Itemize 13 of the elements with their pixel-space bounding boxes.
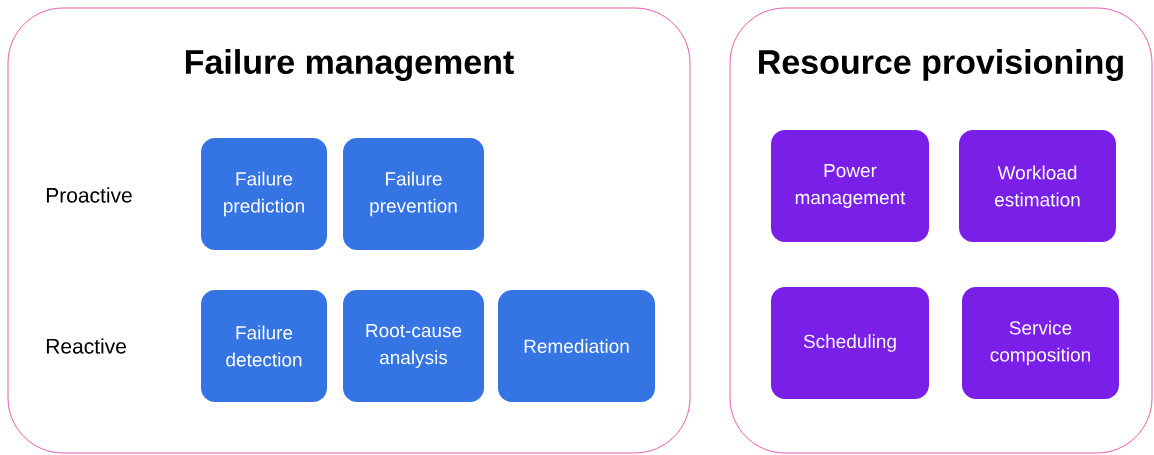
process-box: Failure prevention <box>343 138 484 250</box>
process-box: Power management <box>771 130 929 242</box>
process-box: Service composition <box>962 287 1119 399</box>
process-box: Workload estimation <box>959 130 1116 242</box>
panel-title: Resource provisioning <box>759 49 1123 81</box>
process-box: Failure prediction <box>201 138 327 250</box>
row-label: Proactive <box>46 187 132 203</box>
process-box: Failure detection <box>201 290 327 402</box>
process-box: Scheduling <box>771 287 929 399</box>
process-box: Root-cause analysis <box>343 290 484 402</box>
process-box: Remediation <box>498 290 655 402</box>
panel-title: Failure management <box>185 49 514 81</box>
row-label: Reactive <box>46 338 126 354</box>
